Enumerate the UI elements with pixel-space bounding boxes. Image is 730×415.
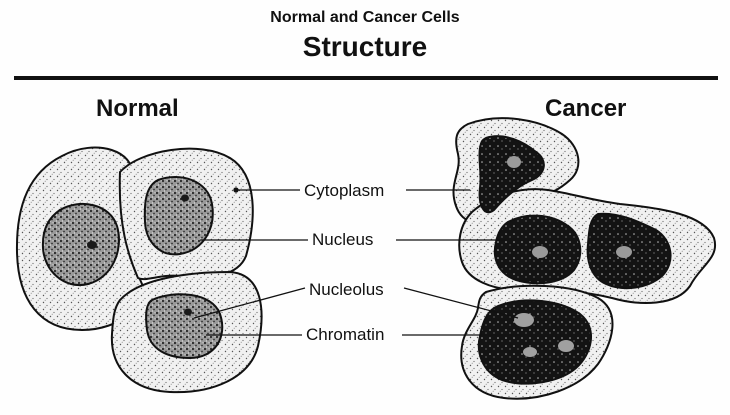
label-nucleus: Nucleus xyxy=(312,230,374,249)
title-divider xyxy=(14,76,718,80)
diagram-supertitle: Normal and Cancer Cells xyxy=(270,9,460,26)
label-chromatin: Chromatin xyxy=(306,325,385,344)
diagram-title: Structure xyxy=(302,31,428,62)
cancer-nucleus-top xyxy=(478,135,545,214)
cancer-nucleolus-bottom-1 xyxy=(514,313,534,327)
cancer-cells xyxy=(452,117,717,400)
normal-nucleolus-bottom xyxy=(184,308,192,316)
leader-nucleolus-right xyxy=(403,287,519,319)
normal-cells xyxy=(15,146,263,394)
cancer-panel-heading: Cancer xyxy=(545,95,627,122)
normal-nucleolus-left xyxy=(87,241,97,249)
label-nucleolus: Nucleolus xyxy=(309,280,384,299)
label-cytoplasm: Cytoplasm xyxy=(304,181,385,200)
cancer-nucleolus-bottom-2 xyxy=(523,347,537,357)
normal-panel-heading: Normal xyxy=(96,95,179,122)
cancer-nucleus-bottom xyxy=(477,299,593,385)
cancer-nucleolus-middle-right xyxy=(616,246,632,258)
leader-nucleolus-left xyxy=(193,287,306,319)
leader-cytoplasm-left-dot xyxy=(233,187,239,193)
normal-nucleus-bottom xyxy=(145,293,224,360)
leader-lines xyxy=(193,187,520,336)
normal-nucleus-left xyxy=(41,202,120,287)
cancer-nucleolus-top xyxy=(507,156,521,168)
normal-nucleolus-upper xyxy=(181,194,189,202)
cancer-nucleolus-middle-left xyxy=(532,246,548,258)
cancer-nucleolus-bottom-3 xyxy=(558,340,574,352)
normal-nucleus-upper-right xyxy=(143,176,214,256)
